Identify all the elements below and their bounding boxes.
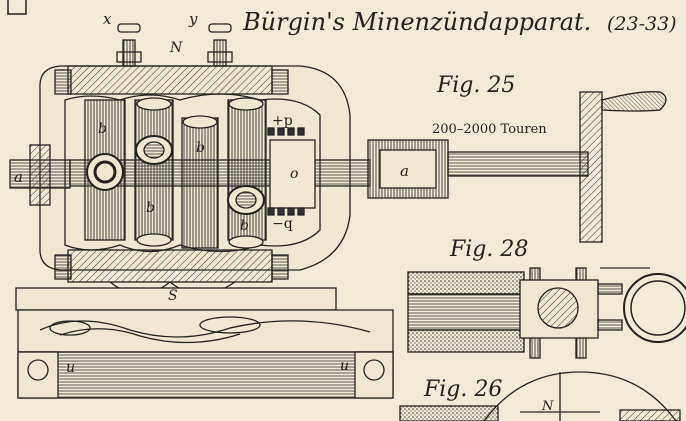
label-b3: b: [146, 200, 155, 216]
fig25-base: [15, 287, 394, 399]
fig25-speed-note: 200–2000 Touren: [432, 122, 547, 137]
label-b2: b: [196, 140, 205, 156]
label-o: o: [290, 166, 298, 182]
fig28-detail: [407, 267, 686, 359]
label-x: x: [103, 10, 112, 28]
label-y: y: [188, 10, 198, 28]
fig25-caption: Fig. 25: [436, 73, 515, 98]
plate-title-ref: (23-33): [607, 13, 677, 35]
label-S: S: [168, 288, 178, 304]
label-a-left: a: [14, 168, 23, 186]
fig26-label-N: N: [541, 399, 554, 414]
fig26-caption: Fig. 26: [423, 377, 502, 402]
label-N: N: [169, 40, 183, 56]
label-b4: b: [240, 218, 249, 234]
label-q: −q: [272, 216, 293, 232]
fig25-apparatus: [9, 23, 667, 295]
plate-title: Bürgin's Minenzündapparat.: [242, 8, 591, 36]
label-u-right: u: [340, 358, 349, 374]
fig26-detail: [399, 371, 681, 421]
label-p: +p: [272, 113, 293, 129]
corner-mark: [7, 0, 27, 15]
fig28-caption: Fig. 28: [449, 237, 528, 262]
label-u-left: u: [66, 360, 75, 376]
label-a-right: a: [400, 162, 409, 180]
label-b1: b: [98, 121, 107, 137]
